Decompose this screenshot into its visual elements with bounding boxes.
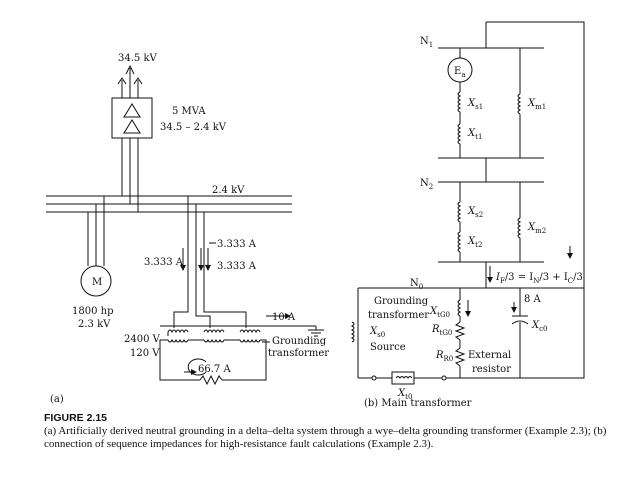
external-label-2: resistor (472, 364, 511, 375)
caption-text: (a) Artificially derived neutral groundi… (44, 425, 607, 450)
panel-a-labels: 34.5 kV 5 MVA 34.5 – 2.4 kV 2.4 kV 3.333… (50, 53, 329, 405)
supply-voltage-label: 34.5 kV (118, 53, 158, 64)
grounding-transformer-label-1: Grounding (272, 336, 327, 347)
ground-current-label: 10 A (272, 312, 296, 323)
motor-symbol: M (92, 277, 102, 288)
current-right-top-label: 3.333 A (217, 239, 257, 250)
grounding-transformer-label-2: transformer (268, 348, 329, 359)
rtg0-label: RtG0 (431, 324, 452, 337)
grounding-label-2: transformer (368, 310, 429, 321)
xt1-label: Xt1 (467, 128, 482, 141)
bus-voltage-label: 2.4 kV (212, 185, 245, 196)
source-emf-label: Ea (454, 66, 466, 79)
xt0-label: Xt0 (397, 388, 412, 401)
panel-b-diagram (350, 21, 585, 385)
external-label-1: External (468, 350, 511, 361)
motor-rating-label: 1800 hp (72, 306, 113, 317)
primary-voltage-label: 2400 V (124, 334, 161, 345)
xt2-label: Xt2 (467, 236, 482, 249)
xm2-label: Xm2 (527, 222, 546, 235)
node-n1-label: N1 (420, 36, 433, 49)
panel-b-labels: N1 Ea Xs1 Xt1 Xm1 N2 Xs2 Xt2 Xm2 IF/3 = … (364, 36, 583, 409)
resistor-current-label: 66.7 A (198, 364, 231, 375)
xs1-label: Xs1 (467, 98, 483, 111)
panel-a-label: (a) (50, 394, 64, 405)
current-left-label: 3.333 A (144, 257, 184, 268)
source-label: Source (370, 342, 406, 353)
motor-voltage-label: 2.3 kV (78, 319, 111, 330)
rr0-label: RR0 (435, 350, 453, 363)
figure-number: FIGURE 2.15 (44, 412, 108, 424)
figure-caption: FIGURE 2.15 (a) Artificially derived neu… (44, 412, 624, 451)
fault-current-equation: IF/3 = IN/3 + IC/3 (495, 272, 583, 285)
xs2-label: Xs2 (467, 206, 483, 219)
node-n2-label: N2 (420, 178, 433, 191)
xc0-label: Xc0 (531, 320, 548, 333)
transformer-ratio-label: 34.5 – 2.4 kV (160, 122, 227, 133)
xtg0-label: XtG0 (429, 306, 450, 319)
transformer-rating-label: 5 MVA (172, 106, 206, 117)
panel-a-diagram (46, 64, 324, 386)
panel-b-label: (b) Main transformer (364, 398, 472, 409)
node-n0-label: N0 (410, 278, 423, 291)
current-right-bottom-label: 3.333 A (217, 261, 257, 272)
grounding-label-1: Grounding (374, 296, 429, 307)
xs0-label: Xs0 (369, 326, 385, 339)
cap-current-label: 8 A (524, 294, 542, 305)
xm1-label: Xm1 (527, 98, 546, 111)
secondary-voltage-label: 120 V (130, 348, 160, 359)
